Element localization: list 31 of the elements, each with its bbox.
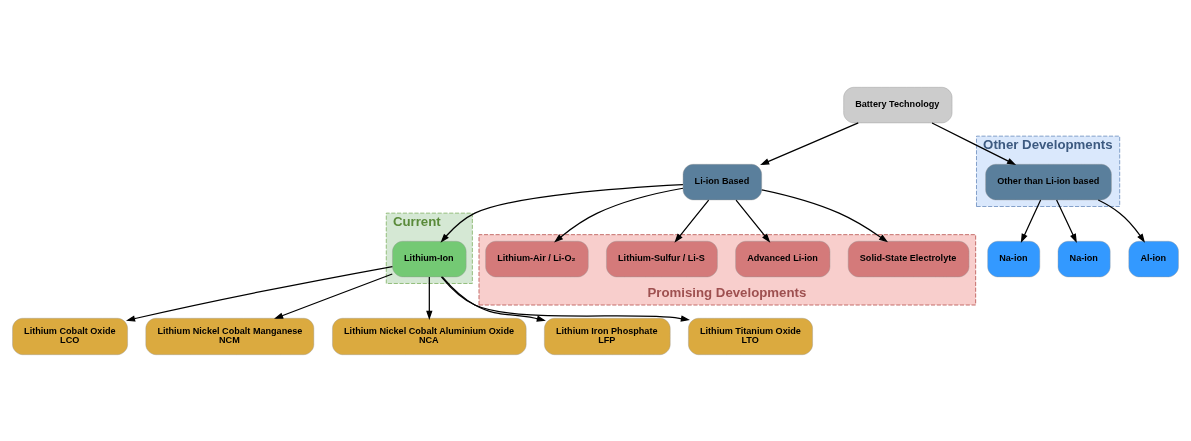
node-box: Lithium-Ion — [392, 240, 467, 277]
arrow — [735, 198, 771, 243]
node-box: Solid-State Electrolyte — [847, 240, 970, 277]
node-box: Na-ion — [987, 240, 1041, 277]
node-box: Lithium Iron Phosphate LFP — [544, 317, 671, 355]
arrow — [674, 198, 710, 243]
arrow — [931, 121, 1017, 165]
node-box: Lithium Cobalt Oxide LCO — [12, 317, 128, 355]
node-box: Al-ion — [1128, 240, 1179, 277]
arrow — [426, 275, 433, 320]
arrow — [274, 272, 393, 319]
arrow — [1020, 198, 1042, 243]
arrow — [760, 121, 859, 165]
arrow — [441, 275, 546, 322]
node-box: Lithium-Sulfur / Li-S — [606, 240, 718, 277]
arrow — [1097, 198, 1145, 243]
node-box: Other than Li-ion based — [985, 163, 1112, 200]
node-box: Advanced Li-ion — [735, 240, 831, 277]
node-box: Li-ion Based — [682, 163, 762, 200]
arrow — [440, 275, 690, 322]
arrow — [440, 183, 684, 243]
node-box: Lithium Titanium Oxide LTO — [688, 317, 813, 355]
node-box: Lithium-Air / Li-O₂ — [485, 240, 589, 277]
arrow — [125, 265, 393, 322]
node-box: Lithium Nickel Cobalt Aluminium Oxide NCA — [332, 317, 527, 355]
arrow — [1055, 198, 1077, 243]
arrow — [761, 188, 889, 242]
arrow — [554, 187, 684, 242]
node-box: Battery Technology — [843, 86, 953, 123]
node-box: Lithium Nickel Cobalt Manganese NCM — [145, 317, 315, 355]
node-box: Na-ion — [1057, 240, 1111, 277]
